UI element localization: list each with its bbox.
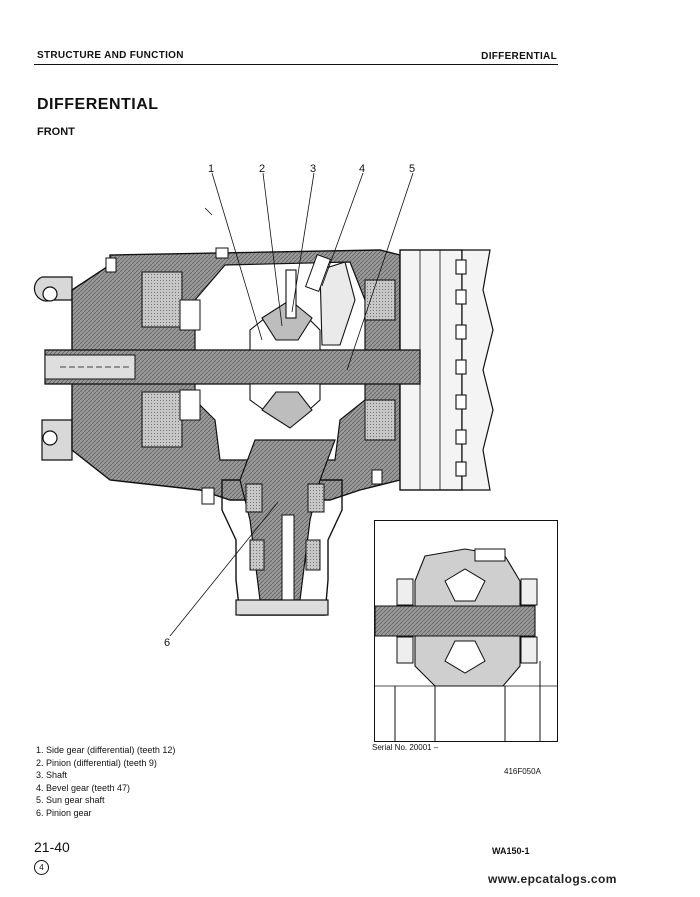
housing-bolts	[105, 247, 383, 505]
callout-5: 5	[409, 163, 415, 175]
callout-6: 6	[164, 637, 170, 649]
callout-2: 2	[259, 163, 265, 175]
leader-lines	[169, 172, 414, 637]
header-topic: DIFFERENTIAL	[481, 51, 557, 62]
model-number: WA150-1	[492, 846, 530, 856]
page-number: 21-40	[34, 839, 70, 855]
serial-number-label: Serial No. 20001 –	[372, 743, 439, 752]
legend-item: 1. Side gear (differential) (teeth 12)	[36, 745, 176, 755]
differential-gears	[249, 269, 321, 429]
bevel-gear	[319, 261, 356, 346]
figure-code: 416F050A	[504, 767, 541, 776]
parts-legend: 1. Side gear (differential) (teeth 12) 2…	[36, 744, 175, 820]
header-rule	[34, 64, 558, 65]
left-bearings	[141, 271, 201, 448]
legend-item: 3. Shaft	[36, 770, 68, 781]
callout-1: 1	[208, 163, 214, 175]
revision-mark: 4	[34, 860, 49, 875]
differential-cross-section: 1 2 3 4 5 6	[33, 163, 494, 649]
header-section: STRUCTURE AND FUNCTION	[37, 50, 184, 61]
legend-item: 5. Sun gear shaft	[36, 795, 105, 806]
callout-4: 4	[359, 163, 365, 175]
page-title: DIFFERENTIAL	[37, 96, 159, 113]
right-bearings	[364, 279, 396, 441]
legend-item: 6. Pinion gear	[36, 807, 92, 818]
page-subtitle: FRONT	[37, 126, 75, 138]
watermark-link[interactable]: www.epcatalogs.com	[488, 872, 617, 886]
legend-item: 2. Pinion (differential) (teeth 9)	[36, 757, 157, 768]
serial-inset-diagram	[374, 520, 558, 742]
legend-item: 4. Bevel gear (teeth 47)	[36, 782, 131, 793]
callout-3: 3	[310, 163, 316, 175]
